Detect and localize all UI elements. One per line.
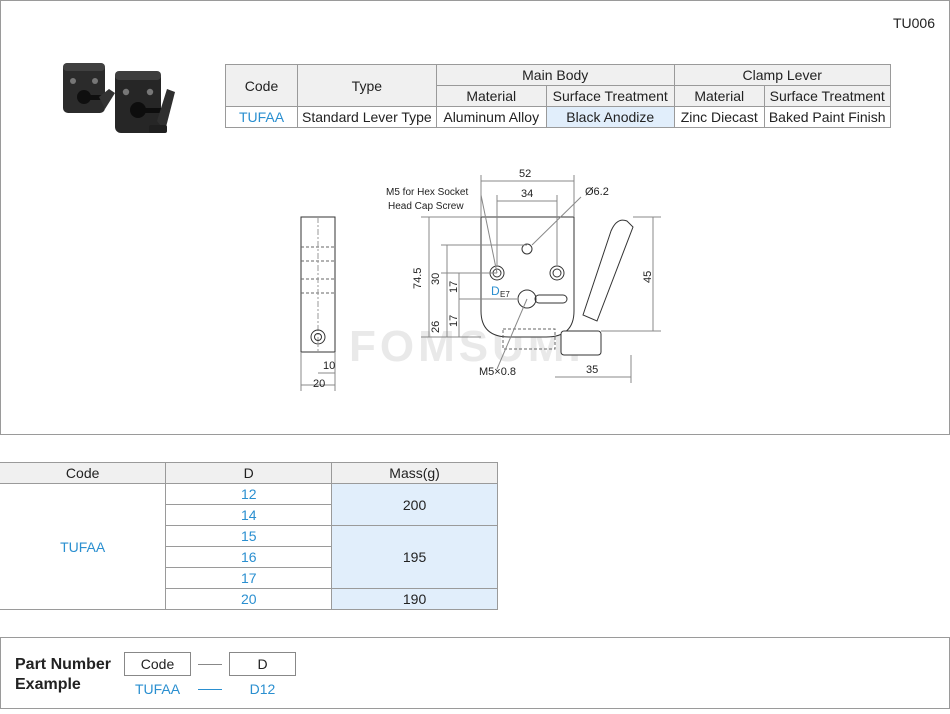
spec-body-material: Aluminum Alloy (435, 106, 547, 128)
side-view (300, 216, 336, 391)
spec-header-code: Code (225, 64, 298, 107)
part-d-box: D (229, 652, 296, 676)
dim-20: 20 (313, 378, 325, 390)
part-number-title-line2: Example (15, 676, 81, 693)
part-separator (198, 664, 222, 665)
dim-35: 35 (586, 364, 598, 376)
product-info-panel: TU006 Code Type Main Body Clamp Lever Ma… (0, 0, 950, 435)
spec-code-link[interactable]: TUFAA (225, 106, 298, 128)
spec-body-surface: Black Anodize (545, 106, 675, 128)
mass-header-mass: Mass(g) (331, 462, 498, 484)
spec-header-lever-material: Material (673, 85, 765, 107)
part-number-title-line1: Part Number (15, 656, 112, 673)
d-value-link[interactable]: 16 (165, 546, 333, 568)
d-value-link[interactable]: 12 (165, 483, 333, 505)
d-value-link[interactable]: 15 (165, 525, 333, 547)
d-value-link[interactable]: 17 (165, 567, 333, 589)
example-d-value: D12 (249, 681, 276, 697)
d-value-link[interactable]: 20 (165, 588, 333, 610)
spec-header-lever-surface: Surface Treatment (763, 85, 891, 107)
spec-lever-surface: Baked Paint Finish (763, 106, 891, 128)
mass-value: 200 (331, 483, 498, 526)
part-number-title: Part Number Example (15, 655, 111, 695)
dim-30: 30 (430, 273, 442, 285)
dim-m5: M5×0.8 (479, 366, 516, 378)
mass-header-code: Code (0, 462, 167, 484)
spec-header-clamp-lever: Clamp Lever (673, 64, 891, 86)
d-value-link[interactable]: 14 (165, 504, 333, 526)
spec-header-main-body: Main Body (435, 64, 675, 86)
dim-10: 10 (323, 360, 335, 372)
mass-value: 195 (331, 525, 498, 589)
dim-17-lower: 17 (448, 315, 460, 327)
product-photo (63, 63, 175, 133)
dim-74-5: 74.5 (412, 268, 424, 289)
spec-header-body-surface: Surface Treatment (545, 85, 675, 107)
dim-e7: E7 (500, 290, 510, 299)
drawing-note-line1: M5 for Hex Socket (386, 187, 468, 198)
dim-52: 52 (519, 168, 531, 180)
spec-type: Standard Lever Type (297, 106, 437, 128)
example-code-value: TUFAA (134, 681, 181, 697)
drawing-note-line2: Head Cap Screw (388, 201, 464, 212)
front-view (421, 175, 661, 383)
spec-table: Code Type Main Body Clamp Lever Material… (225, 64, 891, 128)
spec-header-type: Type (297, 64, 437, 107)
product-code: TU006 (892, 15, 935, 31)
spec-lever-material: Zinc Diecast (673, 106, 765, 128)
mass-code-link[interactable]: TUFAA (0, 483, 167, 610)
dim-34: 34 (521, 188, 533, 200)
spec-header-body-material: Material (435, 85, 547, 107)
mass-table: Code D Mass(g) TUFAA 12 200 14 15 195 16… (0, 462, 498, 610)
example-separator (198, 689, 222, 690)
technical-drawing: FOMSUMI 10 20 (300, 168, 661, 391)
mass-value: 190 (331, 588, 498, 610)
dim-45: 45 (642, 271, 654, 283)
dim-26: 26 (430, 321, 442, 333)
part-number-example-panel: Part Number Example Code D TUFAA D12 (0, 637, 950, 709)
dim-diameter: Ø6.2 (585, 186, 609, 198)
dim-17-upper: 17 (448, 281, 460, 293)
mass-header-d: D (165, 462, 333, 484)
part-code-box: Code (124, 652, 191, 676)
dim-d: D (491, 284, 500, 298)
